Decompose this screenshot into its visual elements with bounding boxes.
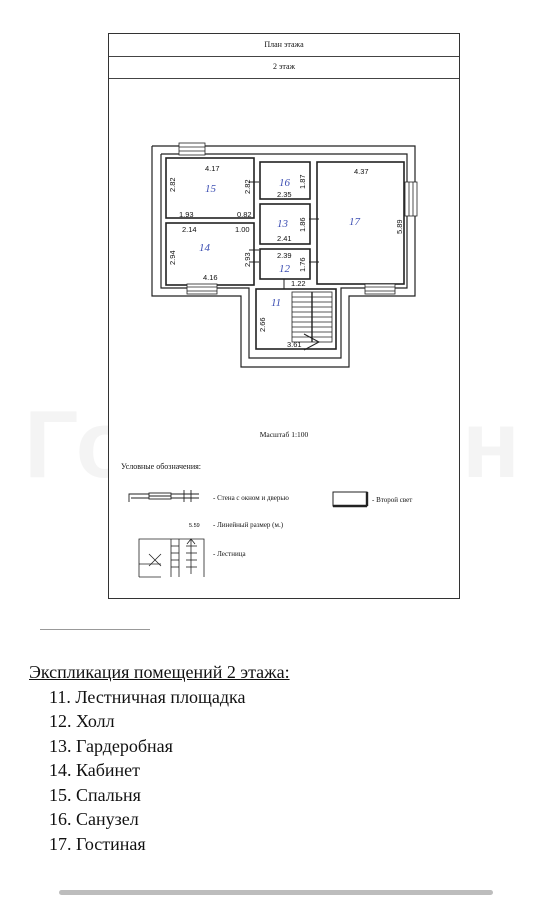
list-item: 11. Лестничная площадка	[49, 686, 246, 707]
divider-line	[40, 629, 150, 630]
list-item: 13. Гардеробная	[49, 735, 173, 756]
dim-label: 2.82	[168, 177, 177, 192]
dim-label: 1.93	[179, 210, 194, 219]
room-number-17: 17	[349, 216, 361, 228]
dim-label: 0.82	[237, 210, 252, 219]
dim-label: 2.41	[277, 234, 292, 243]
room-number-16: 16	[279, 177, 291, 189]
list-item: 16. Санузел	[49, 809, 139, 829]
dim-label: 1.00	[235, 225, 250, 234]
list-item: 15. Спальня	[49, 784, 141, 805]
plan-title: План этажа	[109, 34, 459, 57]
dim-label: 2.94	[168, 250, 177, 265]
floor-label: 2 этаж	[109, 56, 459, 79]
dim-label: 1.87	[298, 174, 307, 189]
inner-walls	[165, 157, 405, 350]
windows	[178, 142, 418, 295]
legend-second-light-text: - Второй свет	[372, 496, 413, 504]
room-number-15: 15	[205, 183, 217, 195]
dim-label: 4.17	[205, 164, 220, 173]
explication-section: Экспликация помещений 2 этажа: 11. Лестн…	[29, 660, 290, 856]
room-number-13: 13	[277, 218, 289, 230]
legend-second-light-symbol	[332, 491, 369, 508]
legend-dimension-text: - Линейный размер (м.)	[213, 521, 284, 529]
dim-label: 2.66	[258, 317, 267, 332]
legend-stairs-text: - Лестница	[213, 550, 246, 558]
room-number-11: 11	[271, 297, 281, 309]
floor-plan-drawing: 15 14 16 13 12 17 11 4.17 2.82 2.82 1.93…	[128, 142, 418, 578]
dim-label: 2.39	[277, 251, 292, 260]
home-indicator-bar[interactable]	[59, 890, 493, 895]
legend-title: Условные обозначения:	[121, 462, 202, 471]
explication-list: 11. Лестничная площадка 12. Холл 13. Гар…	[29, 685, 290, 857]
legend-dimension-sample: 5.59	[189, 523, 200, 529]
dim-label: 1.22	[291, 279, 306, 288]
room-number-14: 14	[199, 242, 211, 254]
dim-label: 2.82	[243, 179, 252, 194]
legend-wall-text: - Стена с окном и дверью	[213, 494, 289, 502]
list-item: 14. Кабинет	[49, 760, 141, 780]
dim-label: 2.93	[243, 252, 252, 267]
dim-label: 2.14	[182, 225, 197, 234]
list-item: 12. Холл	[49, 711, 115, 731]
staircase	[291, 291, 333, 351]
dim-label: 3.61	[287, 340, 302, 349]
dim-label: 4.37	[354, 167, 369, 176]
dim-label: 1.86	[298, 217, 307, 232]
room-number-12: 12	[279, 263, 291, 275]
explication-title: Экспликация помещений 2 этажа:	[29, 662, 290, 682]
dim-label: 1.76	[298, 257, 307, 272]
list-item: 17. Гостиная	[49, 833, 146, 854]
scale-label: Масштаб 1:100	[259, 430, 309, 439]
legend-wall-symbol	[128, 490, 199, 502]
dim-label: 2.35	[277, 190, 292, 199]
floor-plan-sheet: План этажа 2 этаж	[108, 33, 460, 599]
legend-stairs-symbol	[138, 538, 205, 578]
dim-label: 4.16	[203, 273, 218, 282]
doors	[249, 181, 319, 289]
dim-label: 5.89	[395, 219, 404, 234]
